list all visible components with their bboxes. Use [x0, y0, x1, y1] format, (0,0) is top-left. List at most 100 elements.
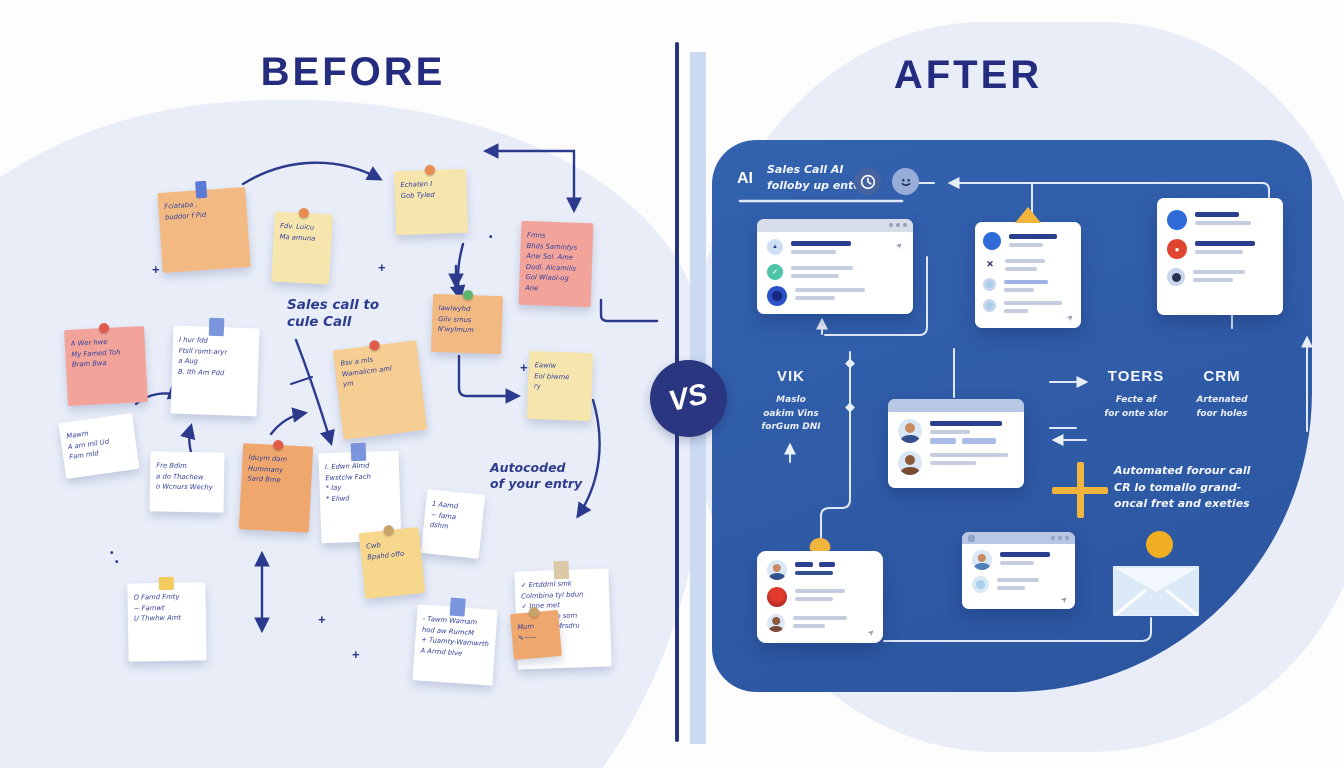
status-icon [972, 576, 989, 593]
auto-annotation: Autocoded of your entry [490, 460, 582, 491]
pin-icon [424, 164, 436, 176]
card-task-list: ➤ ▲ ✓ [757, 219, 913, 314]
pin-icon [98, 322, 110, 334]
pin-icon [528, 606, 540, 618]
plus-mark-icon: + [318, 612, 326, 627]
node-label-toers: TOERS Fecte af for onte xlor [1086, 368, 1186, 421]
sticky-note: Mum✎~— [510, 606, 562, 661]
card-row [1157, 261, 1283, 288]
auto-annotation-line: Autocoded [490, 460, 566, 475]
card-row [757, 609, 883, 634]
flow-title-line: folloby up enters [767, 178, 873, 192]
card-row: ✕ [975, 252, 1081, 273]
card-row [757, 282, 913, 308]
node-label-vik: VIK Maslo oakim Vins forGum DNI [736, 368, 846, 435]
pin-icon [298, 207, 310, 219]
vs-label: VS [665, 377, 712, 419]
avatar [898, 419, 922, 443]
dot-mark-icon: • [110, 548, 114, 559]
note-line: Sard Bme [247, 474, 281, 485]
card-titlebar [962, 532, 1075, 544]
alert-dot-icon [767, 587, 787, 607]
before-title: BEFORE [260, 50, 446, 94]
cursor-icon: ➤ [1059, 593, 1071, 606]
card-row [888, 412, 1024, 446]
card-followups: ➤ [757, 538, 883, 643]
tape-icon [350, 442, 367, 462]
window-dots-icon [1051, 536, 1069, 540]
vik-title: VIK [776, 368, 805, 385]
ai-label: AI [737, 170, 753, 187]
note-line: Gob Tyled [400, 190, 435, 200]
dot-mark-icon: • [489, 232, 493, 243]
avatar [767, 614, 785, 632]
card-checklist: ➤ ✕ [975, 207, 1081, 328]
tape-icon [158, 576, 174, 591]
after-title: AFTER [893, 53, 1043, 97]
mail-icon [1112, 565, 1200, 621]
status-icon [1167, 268, 1185, 286]
card-people [888, 399, 1024, 488]
pin-icon [272, 439, 284, 451]
alert-dot-icon: ● [1167, 239, 1187, 259]
tape-icon [208, 317, 225, 337]
voice-assistant-icon [892, 168, 919, 195]
note-line: * Eliwd [325, 493, 350, 503]
card-row [757, 551, 883, 582]
card-contacts: ● [1157, 198, 1283, 315]
flow-annotation: Sales call to cule Call [287, 297, 379, 331]
avatar [898, 451, 922, 475]
card-row: ▲ [757, 232, 913, 257]
alert-pin-icon [1015, 207, 1041, 223]
note-line: B. Ith Am Pdd [177, 367, 225, 377]
note-line: Ane [525, 283, 539, 293]
card-titlebar [888, 399, 1024, 412]
window-dots-icon [889, 223, 907, 227]
note-line: Fre Bdim [156, 461, 187, 470]
card-row: ● [1157, 232, 1283, 261]
pin-icon [383, 524, 395, 536]
node-label-crm: CRM Artenated foor holes [1176, 368, 1268, 421]
card-row [975, 273, 1081, 294]
notification-dot-icon [1146, 531, 1173, 558]
note-line: N'wylmum [437, 325, 474, 335]
crm-subtitle: Artenated foor holes [1196, 395, 1248, 419]
status-icon [983, 299, 996, 312]
doc-icon: ▲ [767, 239, 783, 255]
card-row [962, 572, 1075, 595]
status-icon [983, 278, 996, 291]
flow-title: Sales Call AI folloby up enters [767, 162, 873, 194]
card-row [962, 544, 1075, 572]
flow-title-line: Sales Call AI [767, 163, 844, 176]
note-line: o Wcnurs Wechy [155, 482, 213, 492]
plus-mark-icon: + [352, 647, 360, 662]
card-titlebar [757, 219, 913, 232]
card-row [975, 294, 1081, 315]
flow-annotation-line: cule Call [287, 313, 352, 330]
user-dot-icon [1167, 210, 1187, 230]
automation-note: Automated forour call CR lo tomallo gran… [1114, 464, 1251, 510]
plus-mark-icon: + [520, 360, 528, 375]
dot-mark-icon: • [115, 557, 119, 568]
user-dot-icon [983, 232, 1001, 250]
tape-icon [553, 560, 570, 580]
vik-subtitle: Maslo oakim Vins forGum DNI [761, 395, 821, 432]
pin-icon [368, 339, 381, 351]
bell-pin-icon [809, 538, 831, 551]
toers-subtitle: Fecte af for onte xlor [1104, 395, 1168, 419]
